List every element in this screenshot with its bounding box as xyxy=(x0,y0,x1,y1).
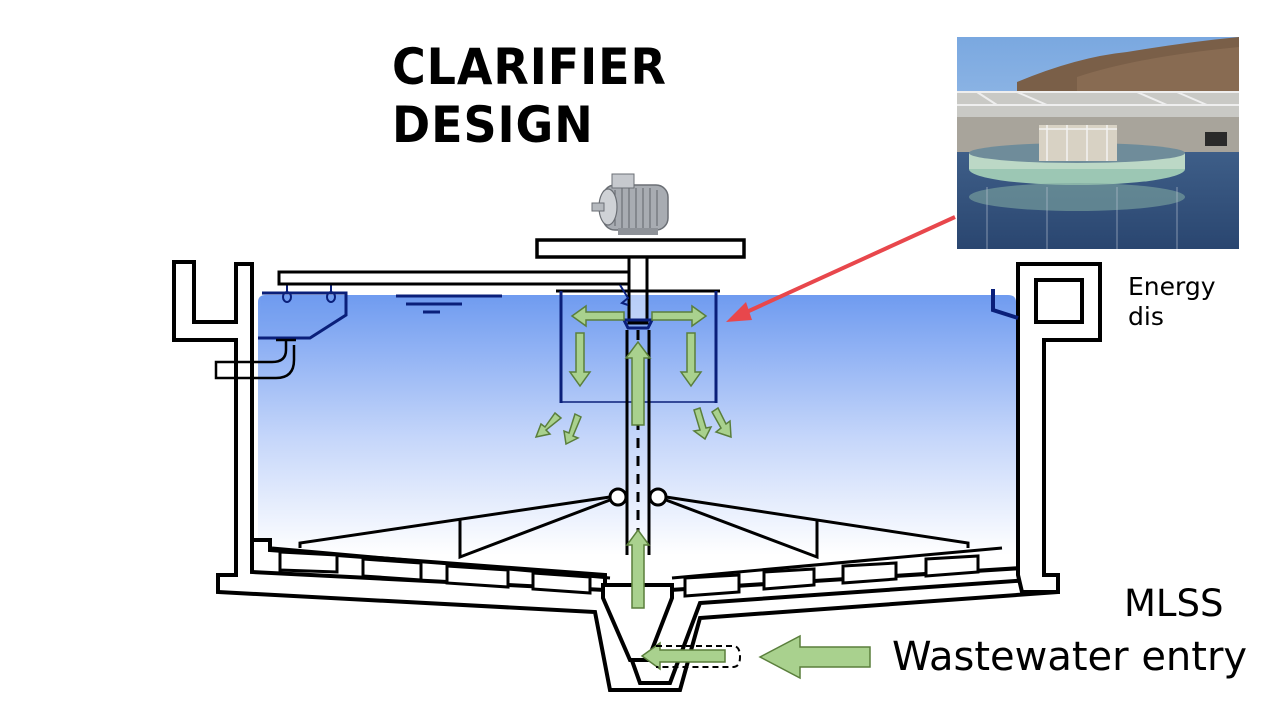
energy-dissipator-lip xyxy=(991,289,1019,320)
flow-arrow-diag-3 xyxy=(692,407,713,441)
callout-arrow xyxy=(726,215,956,322)
clarifier-photo xyxy=(957,37,1239,249)
flow-arrow-down-left xyxy=(568,332,592,388)
flow-arrow-up-lower xyxy=(625,528,651,609)
right-weir-box xyxy=(1034,278,1084,324)
flow-arrow-diag-4 xyxy=(711,406,732,439)
drive-platform xyxy=(535,238,746,259)
flow-arrow-down-right xyxy=(679,332,703,388)
flow-arrow-left xyxy=(570,304,625,328)
electric-motor-icon xyxy=(591,173,669,235)
feedwell xyxy=(556,284,720,403)
walkway-bridge xyxy=(277,270,631,286)
effluent-pipe xyxy=(214,338,296,380)
launder xyxy=(258,291,348,340)
flow-arrows xyxy=(534,304,871,680)
flow-arrow-diag-2 xyxy=(563,412,582,446)
water-level-symbol xyxy=(396,294,502,314)
flow-arrow-right xyxy=(651,304,708,328)
right-wall xyxy=(1016,262,1102,594)
wastewater-entry-label: Wastewater entry xyxy=(892,634,1248,680)
inlet-pipe-dashed xyxy=(656,645,742,668)
energy-label-line2: dis xyxy=(1128,302,1164,331)
mlss-label: MLSS xyxy=(1124,582,1224,625)
flow-arrow-diag-1 xyxy=(534,411,563,439)
flow-arrow-inlet-pipe xyxy=(640,641,726,671)
page-title: CLARIFIER DESIGN xyxy=(392,38,667,154)
energy-label-line1: Energy xyxy=(1128,272,1216,301)
left-wall xyxy=(172,260,1060,692)
scraper-blades xyxy=(278,550,980,598)
flow-arrow-up-main xyxy=(624,340,652,426)
wastewater-entry-arrow xyxy=(758,634,871,680)
energy-dissipation-label: Energy dis xyxy=(1128,272,1216,332)
